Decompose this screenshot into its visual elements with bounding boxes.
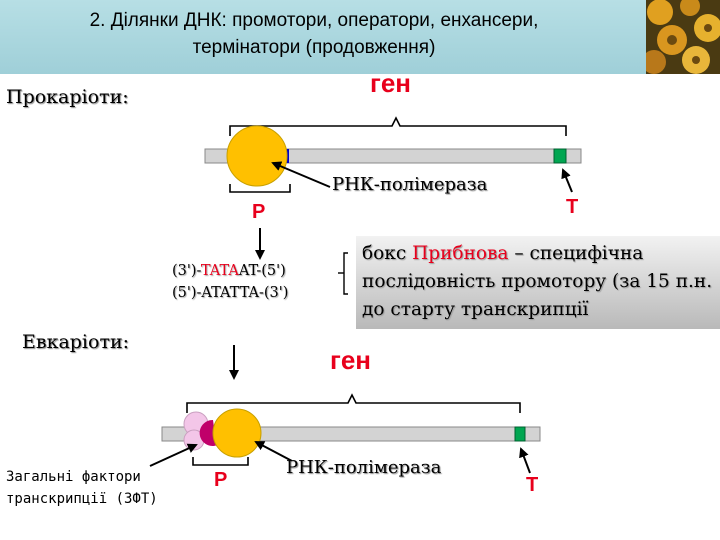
tata-highlight: TATA [200, 263, 239, 279]
terminator-label-prokaryote: T [566, 196, 579, 218]
promoter-bracket-prokaryote [229, 184, 291, 193]
terminator-label-eukaryote: T [526, 474, 539, 496]
arrow-factors [149, 443, 198, 467]
eukaryotes-label: Евкаріоти: [22, 331, 130, 353]
pribnow-highlight: Прибнова [412, 243, 509, 264]
gene-brace-eukaryote [186, 393, 521, 413]
pribnow-box-panel [356, 236, 720, 329]
rna-polymerase-eukaryote [212, 408, 262, 458]
pribnow-box-text: бокс Прибнова – специфічна послідовність… [362, 243, 713, 320]
promoter-sequence: (3')-TATAAT-(5') (5')-ATATTA-(3') [172, 260, 288, 304]
prokaryotes-label: Прокаріоти: [6, 86, 129, 108]
arrow-polymerase-eukaryote [254, 441, 293, 462]
gene-brace-prokaryote [229, 116, 567, 136]
arrow-terminator-prokaryote [561, 168, 573, 193]
cells-image [646, 0, 720, 74]
slide-title-line2: термінатори (продовження) [192, 37, 436, 58]
terminator-prokaryote [553, 148, 567, 164]
polymerase-label-prokaryote: РНК-полімераза [332, 174, 488, 195]
promoter-bracket-eukaryote [192, 457, 249, 466]
polymerase-label-eukaryote: РНК-полімераза [286, 457, 442, 478]
promoter-label-eukaryote: P [214, 469, 228, 491]
title-bar [0, 0, 720, 74]
promoter-label-prokaryote: P [252, 201, 266, 223]
slide-title: 2. Ділянки ДНК: промотори, оператори, ен… [14, 7, 614, 61]
sequence-bracket [343, 252, 348, 295]
terminator-eukaryote [514, 426, 526, 442]
gene-label-prokaryote: ген [370, 68, 411, 98]
gene-label-eukaryote: ген [330, 345, 371, 375]
sequence-line1: (3')-TATAAT-(5') [172, 263, 286, 279]
slide-title-line1: 2. Ділянки ДНК: промотори, оператори, ен… [89, 10, 539, 31]
sequence-line2: (5')-ATATTA-(3') [172, 285, 289, 301]
dna-strand-prokaryote [204, 148, 582, 164]
arrow-polymerase-prokaryote [271, 161, 331, 188]
general-factors-label: Загальні фактори транскрипції (ЗФТ) [6, 469, 158, 507]
rna-polymerase-prokaryote [226, 125, 288, 187]
arrow-terminator-eukaryote [519, 447, 531, 474]
